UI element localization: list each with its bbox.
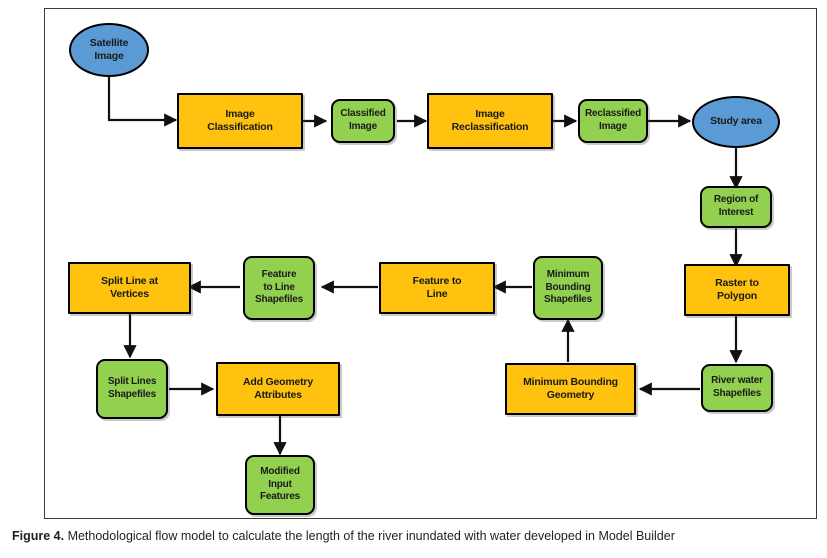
node-label-line2: Image xyxy=(599,121,627,132)
node-label-line1: River water xyxy=(711,375,763,387)
node-label-line2: Input xyxy=(268,478,292,490)
node-label-line2: Image xyxy=(94,50,124,62)
node-label-line1: Reclassified xyxy=(585,108,641,120)
node-reclassified-image[interactable]: Reclassified Image xyxy=(578,99,648,143)
node-river-water-shapefiles[interactable]: River water Shapefiles xyxy=(701,364,773,412)
node-label-line2: Reclassification xyxy=(451,121,529,133)
node-label-line1: Image xyxy=(225,107,255,120)
node-label-line2: Classification xyxy=(207,121,273,133)
node-add-geometry-attributes[interactable]: Add Geometry Attributes xyxy=(216,362,340,416)
node-modified-input-features[interactable]: Modified Input Features xyxy=(245,455,315,515)
node-label-line1: Feature xyxy=(261,268,297,280)
node-label-line2: Line xyxy=(426,288,448,300)
node-label-line2: Geometry xyxy=(546,389,595,401)
node-label-line2: Vertices xyxy=(110,288,149,300)
node-label-line2: Image xyxy=(349,121,377,132)
node-label-line1: Region of xyxy=(713,194,759,206)
caption-text: Methodological flow model to calculate t… xyxy=(64,529,675,543)
node-label-line1: Classified xyxy=(340,108,386,120)
node-label-line3: Shapefiles xyxy=(254,294,304,306)
figure-caption: Figure 4. Methodological flow model to c… xyxy=(12,529,812,543)
node-minimum-bounding-geometry[interactable]: Minimum Bounding Geometry xyxy=(505,363,636,415)
node-label-line1: Minimum xyxy=(546,268,590,280)
node-image-classification[interactable]: Image Classification xyxy=(177,93,303,149)
node-label-line1: Add Geometry xyxy=(243,375,313,388)
node-label-line2: Polygon xyxy=(716,290,757,302)
node-label-line1: Minimum Bounding xyxy=(523,375,618,388)
node-label-line1: Satellite xyxy=(89,36,129,49)
node-label-line2: Interest xyxy=(718,207,754,218)
node-label-line3: Shapefiles xyxy=(543,294,593,306)
node-label-line3: Features xyxy=(259,491,301,503)
node-feature-to-line-shapefiles[interactable]: Feature to Line Shapefiles xyxy=(243,256,315,320)
node-split-line-at-vertices[interactable]: Split Line at Vertices xyxy=(68,262,191,314)
node-label-line2: Shapefiles xyxy=(712,388,762,399)
node-label-line1: Raster to xyxy=(715,276,759,289)
node-label-line2: Attributes xyxy=(254,389,302,401)
node-classified-image[interactable]: Classified Image xyxy=(331,99,395,143)
node-study-area[interactable]: Study area xyxy=(692,96,780,148)
node-label-line1: Image xyxy=(475,107,505,120)
caption-label: Figure 4. xyxy=(12,529,65,543)
node-label-line1: Feature to xyxy=(412,274,462,287)
node-raster-to-polygon[interactable]: Raster to Polygon xyxy=(684,264,790,316)
node-image-reclassification[interactable]: Image Reclassification xyxy=(427,93,553,149)
node-label-line2: Bounding xyxy=(545,281,591,293)
node-label-line2: to Line xyxy=(263,281,295,293)
node-label-line2: Shapefiles xyxy=(107,389,157,400)
node-split-lines-shapefiles[interactable]: Split Lines Shapefiles xyxy=(96,359,168,419)
node-label-line1: Modified xyxy=(260,465,300,477)
node-label-line1: Split Lines xyxy=(107,376,157,388)
node-region-of-interest[interactable]: Region of Interest xyxy=(700,186,772,228)
node-label-line1: Split Line at xyxy=(101,274,158,287)
node-satellite-image[interactable]: Satellite Image xyxy=(69,23,149,77)
node-feature-to-line[interactable]: Feature to Line xyxy=(379,262,495,314)
node-label-line1: Study area xyxy=(710,115,762,128)
node-minimum-bounding-shapefiles[interactable]: Minimum Bounding Shapefiles xyxy=(533,256,603,320)
